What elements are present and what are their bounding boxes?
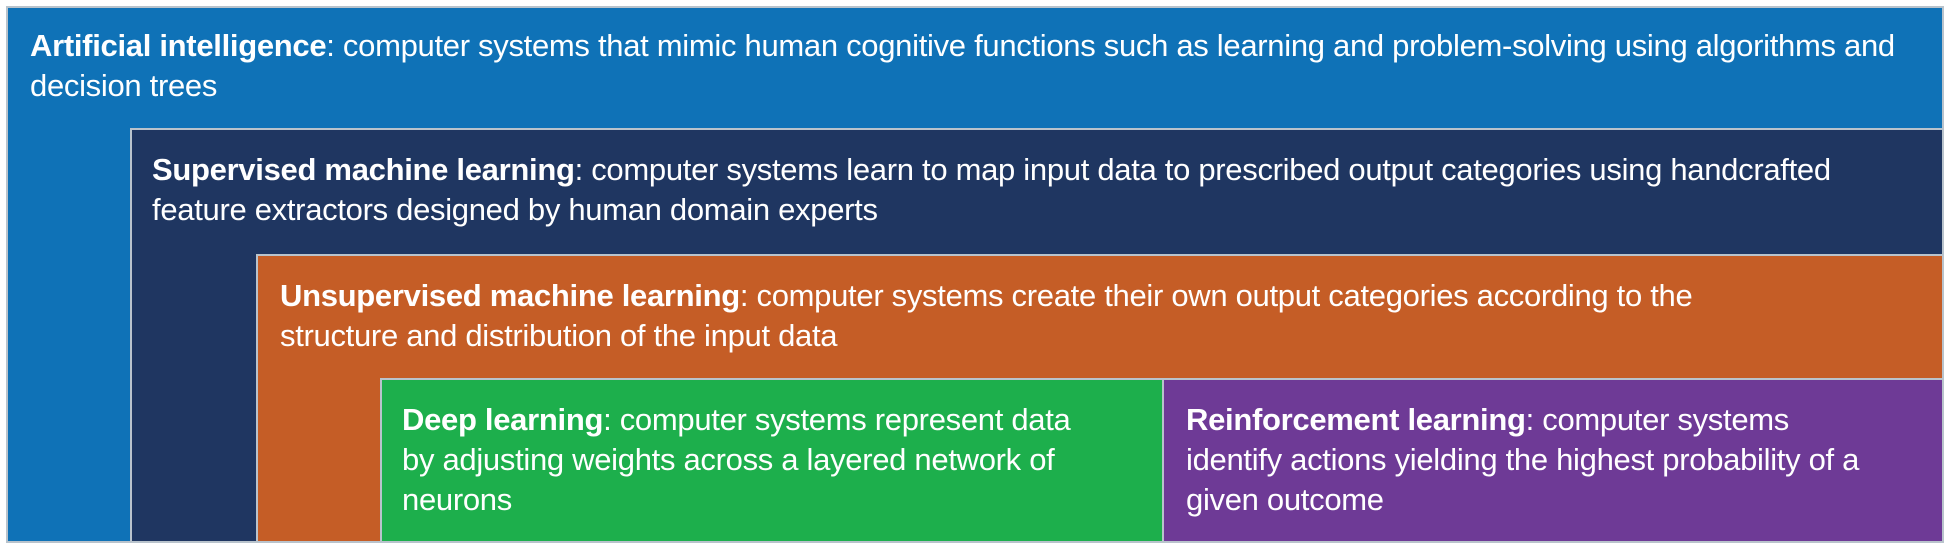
deep-learning-definition: : computer systems represent data by adj… [402, 402, 1071, 517]
deep-learning-term: Deep learning [402, 402, 604, 437]
supervised-machine-learning-text: Supervised machine learning: computer sy… [152, 150, 1912, 230]
supervised-machine-learning-term: Supervised machine learning [152, 152, 575, 187]
unsupervised-machine-learning-definition: : computer systems create their own outp… [280, 278, 1693, 353]
artificial-intelligence-text: Artificial intelligence: computer system… [30, 26, 1910, 106]
artificial-intelligence-term: Artificial intelligence [30, 28, 327, 63]
reinforcement-learning-definition: : computer systems identify actions yiel… [1186, 402, 1860, 517]
artificial-intelligence-definition: : computer systems that mimic human cogn… [30, 28, 1895, 103]
reinforcement-learning-term: Reinforcement learning [1186, 402, 1526, 437]
unsupervised-machine-learning-term: Unsupervised machine learning [280, 278, 740, 313]
reinforcement-learning-text: Reinforcement learning: computer systems… [1186, 400, 1886, 520]
supervised-machine-learning-definition: : computer systems learn to map input da… [152, 152, 1831, 227]
unsupervised-machine-learning-text: Unsupervised machine learning: computer … [280, 276, 1780, 356]
deep-learning-text: Deep learning: computer systems represen… [402, 400, 1082, 520]
reinforcement-learning-box [1162, 378, 1944, 543]
deep-learning-box [380, 378, 1164, 543]
